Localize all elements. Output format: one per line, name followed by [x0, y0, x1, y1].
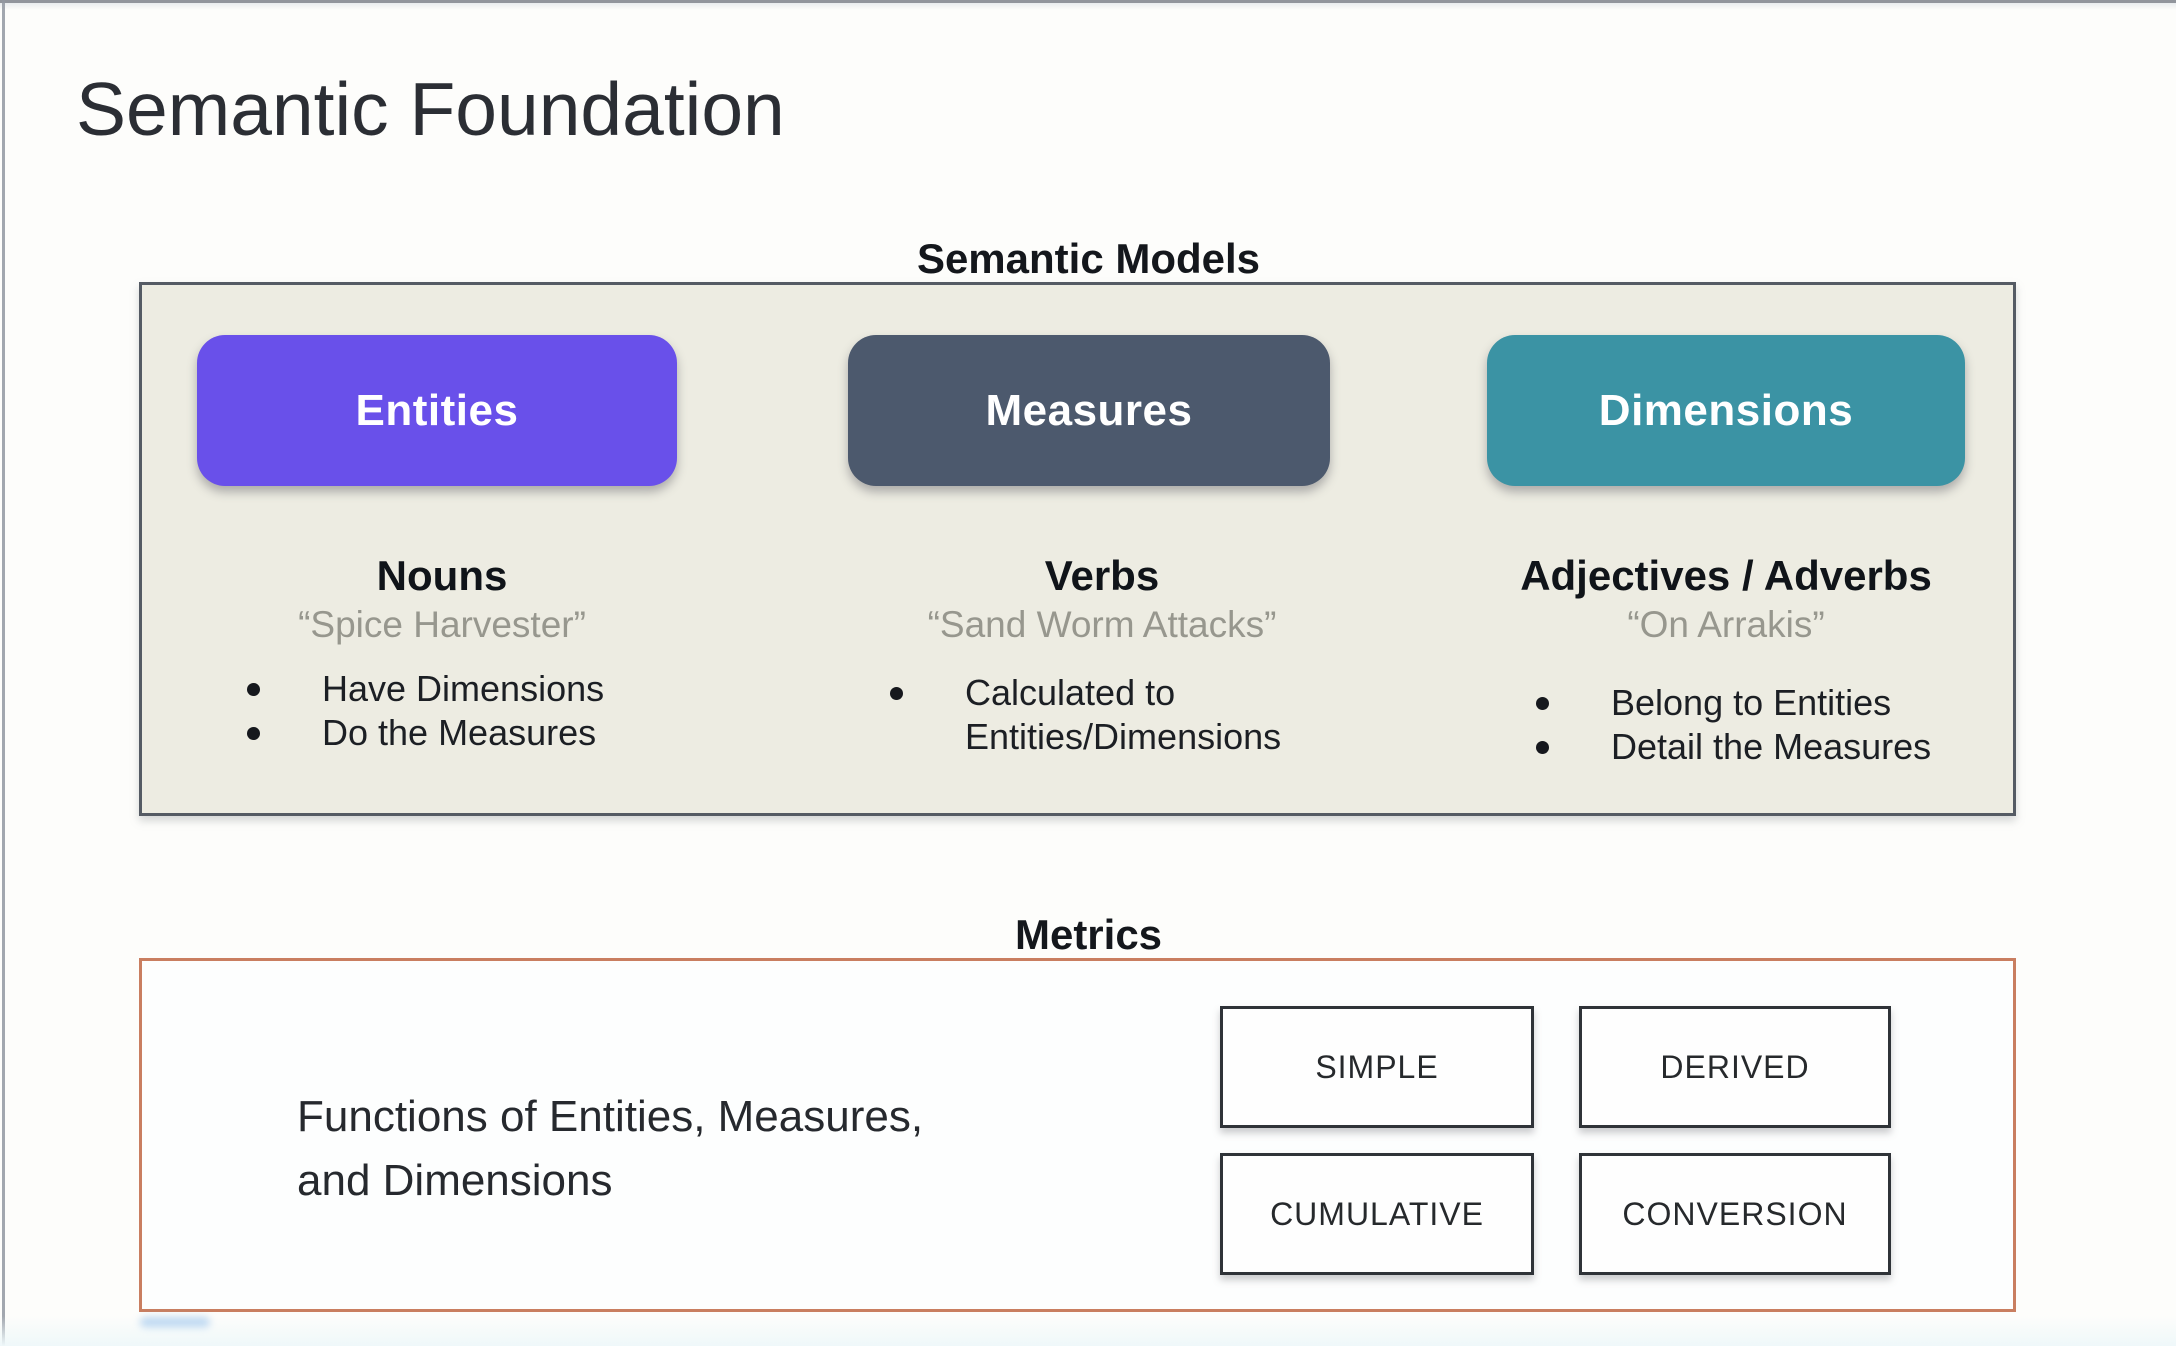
- bullet-dot-icon: [1536, 741, 1549, 754]
- bullet-item: Do the Measures: [247, 711, 604, 755]
- metric-box-conversion: CONVERSION: [1579, 1153, 1891, 1275]
- entities-bullet-list: Have Dimensions Do the Measures: [247, 667, 604, 755]
- metric-box-cumulative: CUMULATIVE: [1220, 1153, 1534, 1275]
- semantic-models-heading: Semantic Models: [916, 235, 1261, 282]
- entities-pill-label: Entities: [355, 385, 519, 435]
- dimensions-subtitle: Adjectives / Adverbs: [1520, 552, 1932, 599]
- bullet-label: Calculated to Entities/Dimensions: [965, 672, 1282, 757]
- bullet-label: Detail the Measures: [1611, 726, 1932, 767]
- entities-quote: “Spice Harvester”: [298, 604, 586, 645]
- measures-quote: “Sand Worm Attacks”: [927, 604, 1277, 645]
- bullet-dot-icon: [247, 683, 260, 696]
- slide-top-edge-fade: [0, 3, 2176, 10]
- measures-pill: Measures: [848, 335, 1330, 486]
- slide-left-edge: [2, 0, 5, 1346]
- metric-box-simple: SIMPLE: [1220, 1006, 1534, 1128]
- blue-smudge-artifact: [140, 1317, 210, 1327]
- bullet-dot-icon: [1536, 697, 1549, 710]
- entities-pill: Entities: [197, 335, 677, 486]
- entities-subtitle: Nouns: [376, 552, 508, 599]
- bullet-label: Do the Measures: [322, 712, 597, 753]
- bullet-item: Belong to Entities: [1536, 681, 1931, 725]
- dimensions-pill: Dimensions: [1487, 335, 1965, 486]
- page-title: Semantic Foundation: [76, 67, 785, 151]
- bullet-dot-icon: [247, 727, 260, 740]
- measures-subtitle: Verbs: [1044, 552, 1160, 599]
- measures-bullet-list: Calculated to Entities/Dimensions: [890, 671, 1281, 759]
- metric-box-label: SIMPLE: [1315, 1048, 1439, 1085]
- metric-box-label: DERIVED: [1660, 1048, 1810, 1085]
- dimensions-quote: “On Arrakis”: [1627, 604, 1825, 645]
- bullet-dot-icon: [890, 687, 903, 700]
- dimensions-bullet-list: Belong to Entities Detail the Measures: [1536, 681, 1931, 769]
- bullet-item: Detail the Measures: [1536, 725, 1931, 769]
- metric-box-derived: DERIVED: [1579, 1006, 1891, 1128]
- dimensions-pill-label: Dimensions: [1598, 385, 1854, 435]
- metric-box-label: CONVERSION: [1622, 1195, 1848, 1232]
- bullet-label: Belong to Entities: [1611, 682, 1892, 723]
- bullet-item: Calculated to Entities/Dimensions: [890, 671, 1281, 759]
- slide-top-edge: [0, 0, 2176, 3]
- metrics-panel: Functions of Entities, Measures, and Dim…: [139, 958, 2016, 1312]
- metrics-heading: Metrics: [1014, 911, 1163, 958]
- semantic-models-panel: Entities Measures Dimensions Nouns “Spic…: [139, 282, 2016, 816]
- measures-pill-label: Measures: [985, 385, 1193, 435]
- bottom-strip: [0, 1316, 2176, 1346]
- bullet-item: Have Dimensions: [247, 667, 604, 711]
- metrics-description: Functions of Entities, Measures, and Dim…: [297, 1092, 924, 1205]
- bullet-label: Have Dimensions: [322, 668, 605, 709]
- metric-box-label: CUMULATIVE: [1270, 1195, 1484, 1232]
